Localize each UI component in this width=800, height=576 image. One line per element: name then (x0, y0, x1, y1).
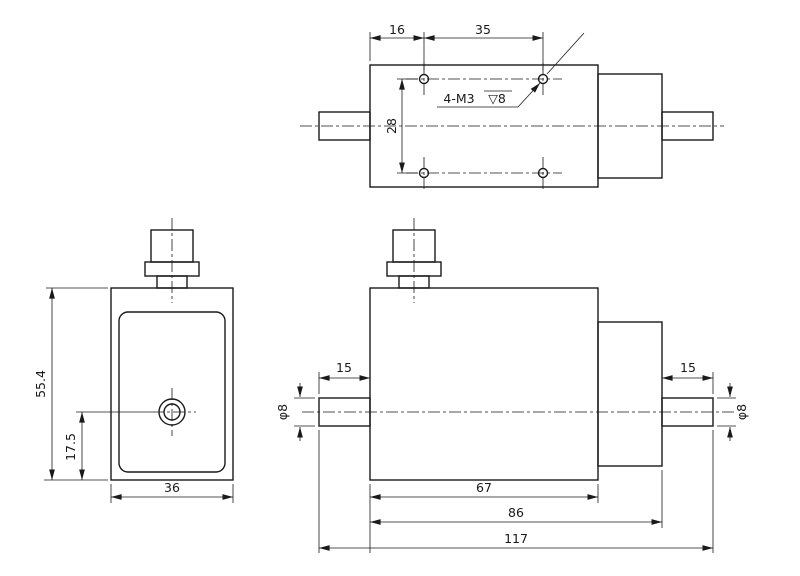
side-view-centerlines (302, 218, 734, 413)
side-view-dimension-lines (294, 372, 736, 553)
dim-86-label: 86 (508, 505, 524, 520)
top-view-centerlines (300, 63, 724, 189)
front-view-labels: 55.4 17.5 36 (33, 370, 180, 495)
thread-callout-label: 4-M3 (443, 91, 474, 106)
dim-55-4-label: 55.4 (33, 370, 48, 398)
side-view: 15 15 φ8 φ8 67 86 117 (275, 218, 749, 553)
dim-17-5-label: 17.5 (63, 433, 78, 461)
side-view-labels: 15 15 φ8 φ8 67 86 117 (275, 360, 749, 546)
top-view: 16 35 28 4-M3 ▽8 (300, 22, 724, 189)
top-view-dimension-lines (369, 32, 585, 174)
front-view: 55.4 17.5 36 (33, 218, 234, 503)
thread-depth-label: ▽8 (488, 91, 506, 106)
dim-35-label: 35 (475, 22, 491, 37)
front-view-body-outline (110, 287, 234, 481)
dim-28-label: 28 (384, 118, 399, 134)
dim-16-label: 16 (389, 22, 405, 37)
dim-15-left-label: 15 (336, 360, 352, 375)
top-view-labels: 16 35 28 4-M3 ▽8 (384, 22, 506, 134)
side-view-body-outline (369, 287, 599, 481)
dia-8-left-label: φ8 (275, 404, 290, 420)
front-view-face-plate (118, 311, 226, 473)
side-view-outline (318, 229, 714, 481)
dim-15-right-label: 15 (680, 360, 696, 375)
side-view-flange-outline (597, 321, 663, 467)
dim-67-label: 67 (476, 480, 492, 495)
dia-8-right-label: φ8 (734, 404, 749, 420)
front-view-centerlines (152, 218, 196, 436)
dim-117-label: 117 (504, 531, 528, 546)
dim-36-label: 36 (164, 480, 180, 495)
front-view-dimension-lines (44, 287, 234, 503)
